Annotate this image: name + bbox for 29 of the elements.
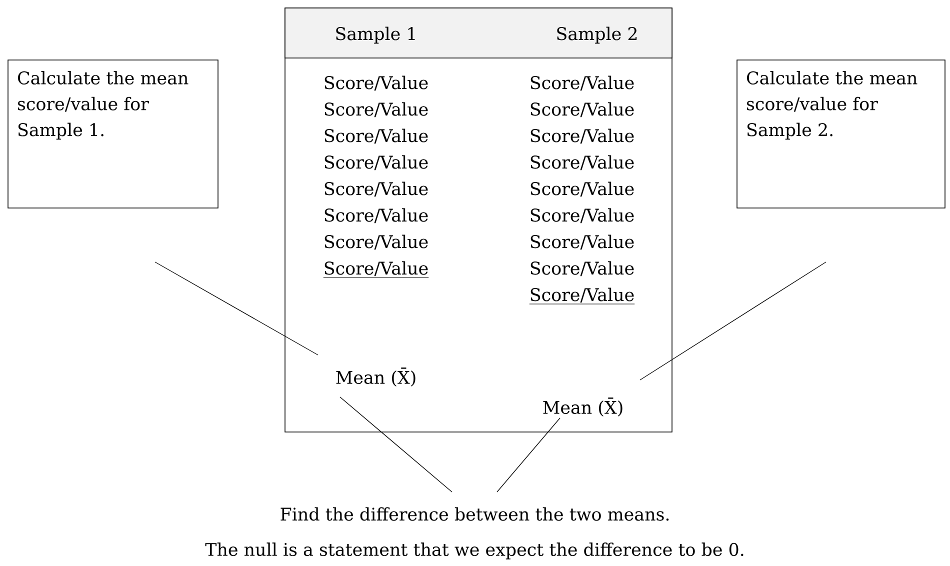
table-cell: Score/Value [530,76,634,91]
callout-box: Calculate the mean score/value for Sample 2. [736,60,946,208]
table-cell: Score/Value [530,208,634,224]
leader-line [640,262,826,380]
leader-line [154,262,318,356]
mean-label: Mean (X̄) [336,368,416,386]
table-cell: Score/Value [324,128,428,144]
conclusion-text: Find the difference between the two means. [280,507,669,521]
leader-line [340,396,452,492]
mean-label: Mean (X̄) [543,398,622,416]
table-cell: Score/Value [530,234,634,250]
table-cell: Score/Value [324,182,428,197]
column-header: Sample 2 [557,26,637,44]
table-cell: Score/Value [323,261,429,278]
table-cell: Score/Value [324,234,428,250]
table-cell: Score/Value [324,102,428,118]
table-cell: Score/Value [324,76,428,91]
note-text: The null is a statement that we expect the difference to be 0. [205,542,744,560]
table-cell: Score/Value [324,155,428,170]
table-cell: Score/Value [324,208,428,224]
table-cell: Score/Value [530,182,634,197]
table-cell: Score/Value [530,102,634,118]
table-cell: Score/Value [530,155,634,170]
column-header: Sample 1 [336,26,415,44]
table-cell: Score/Value [529,288,635,304]
table-cell: Score/Value [530,128,634,144]
table-cell: Score/Value [530,261,634,276]
leader-line [496,418,560,492]
callout-box: Calculate the mean score/value for Sample 1. [8,60,218,208]
